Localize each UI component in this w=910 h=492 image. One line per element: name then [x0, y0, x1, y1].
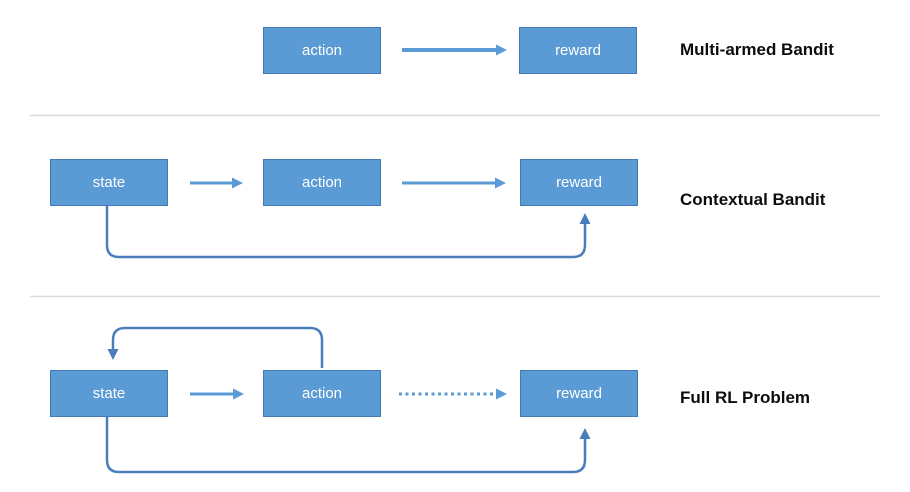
- node-label: reward: [556, 385, 602, 402]
- node-label: reward: [555, 42, 601, 59]
- node-r1-reward: reward: [519, 27, 637, 74]
- node-label: reward: [556, 174, 602, 191]
- node-label: action: [301, 385, 343, 402]
- node-r2-state: state: [50, 159, 168, 206]
- connector-r3-state-to-reward-curve-icon: [105, 417, 591, 474]
- node-r2-reward: reward: [520, 159, 638, 206]
- connector-r3-action-to-state-loop-icon: [107, 326, 324, 368]
- connector-r2-state-to-reward-curve-icon: [105, 206, 591, 259]
- node-r3-reward: reward: [520, 370, 638, 417]
- row-label-full-rl-problem: Full RL Problem: [680, 388, 811, 407]
- node-r3-action: action: [263, 370, 381, 417]
- node-label: state: [92, 385, 126, 402]
- node-r2-action: action: [263, 159, 381, 206]
- row-label-contextual-bandit: Contextual Bandit: [680, 190, 826, 209]
- node-label: state: [92, 174, 126, 191]
- node-label: action: [301, 42, 343, 59]
- row-label-multi-armed-bandit: Multi-armed Bandit: [680, 40, 834, 59]
- node-label: action: [301, 174, 343, 191]
- node-r1-action: action: [263, 27, 381, 74]
- node-r3-state: state: [50, 370, 168, 417]
